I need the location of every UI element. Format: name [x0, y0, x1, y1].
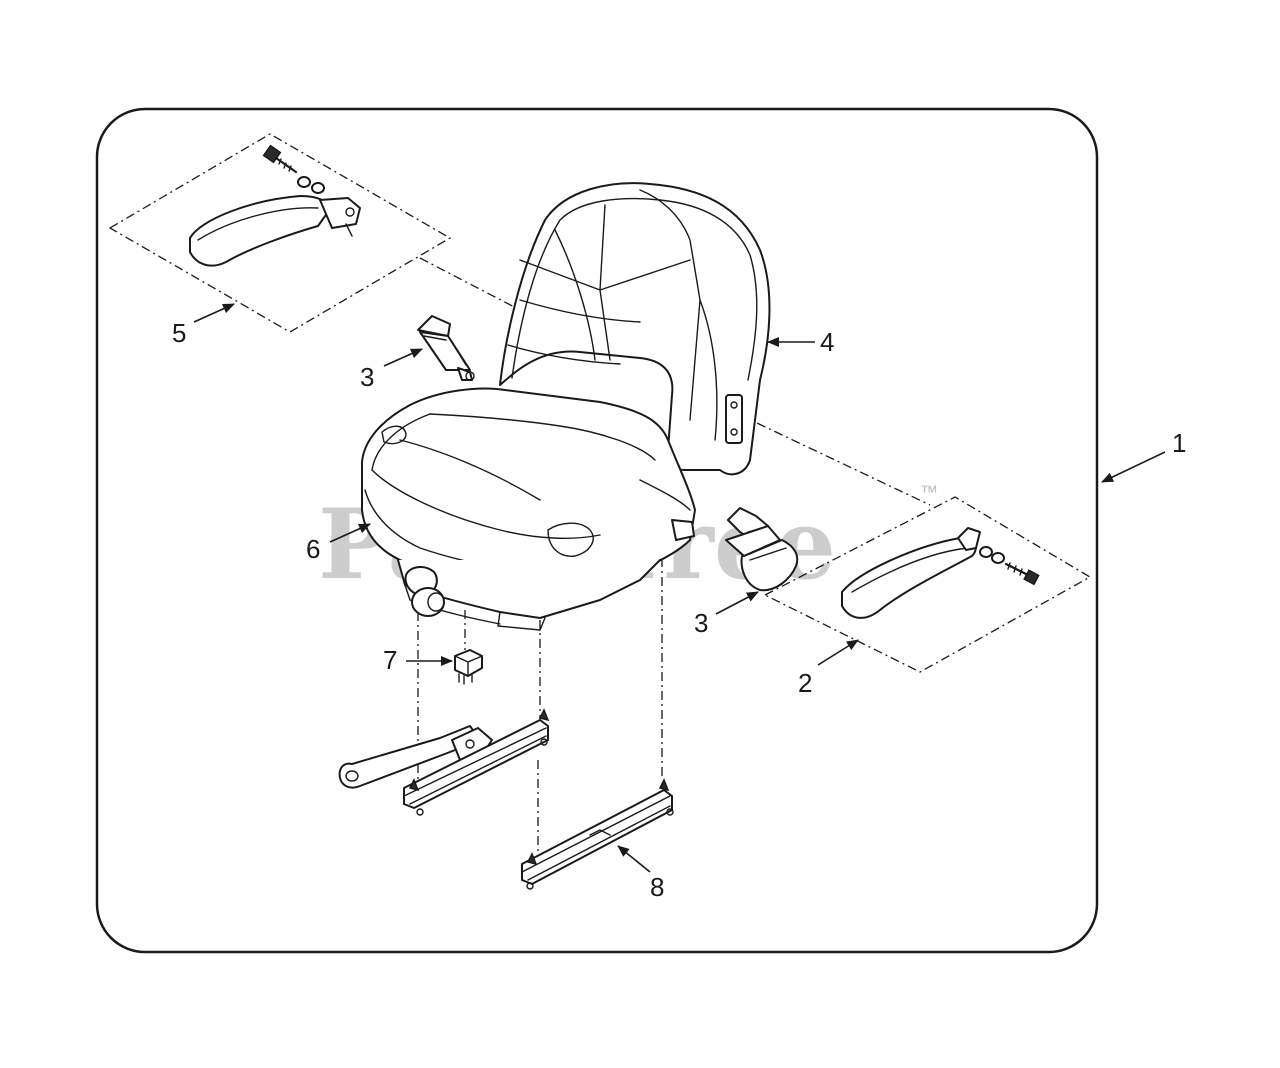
left-armrest-attach-line: [419, 257, 521, 311]
callout-5: 5: [172, 303, 235, 348]
callout-6-label: 6: [306, 534, 320, 564]
left-armrest-bolt: [262, 144, 298, 174]
callout-5-label: 5: [172, 318, 186, 348]
callout-3-left: 3: [360, 348, 423, 392]
left-armrest-washer-1: [297, 176, 311, 188]
seat-belt-buckle-left: [417, 315, 475, 381]
callout-2-label: 2: [798, 668, 812, 698]
callout-3-right: 3: [694, 591, 759, 638]
seat-rail: [521, 778, 674, 890]
callout-7: 7: [383, 645, 453, 675]
right-armrest-bolt: [1004, 562, 1040, 586]
right-armrest: [841, 527, 1040, 619]
right-armrest-washer-2: [991, 552, 1005, 564]
callout-3-left-label: 3: [360, 362, 374, 392]
right-armrest-washer-1: [979, 546, 993, 558]
callout-1: 1: [1101, 428, 1186, 483]
right-armrest-attach-line: [739, 414, 931, 506]
callout-1-label: 1: [1172, 428, 1186, 458]
seat-switch: [454, 649, 483, 685]
assembly-frame: [95, 107, 1099, 954]
callout-4-label: 4: [820, 327, 834, 357]
seat-back: [499, 182, 771, 476]
left-armrest: [189, 144, 361, 267]
callout-4: 4: [767, 327, 834, 357]
callout-8-label: 8: [650, 872, 664, 902]
callout-6: 6: [306, 523, 371, 564]
callout-7-label: 7: [383, 645, 397, 675]
left-armrest-washer-2: [311, 182, 325, 194]
left-armrest-group-box: [108, 133, 452, 333]
callout-8: 8: [617, 845, 664, 902]
seat-rail-with-lever: [338, 708, 550, 816]
callout-2: 2: [798, 639, 859, 698]
seat-base: [397, 519, 695, 631]
seat-belt-retractor-right: [725, 507, 799, 592]
seat-cushion: [361, 387, 696, 590]
callout-3-right-label: 3: [694, 608, 708, 638]
watermark-trademark: ™: [920, 482, 938, 502]
